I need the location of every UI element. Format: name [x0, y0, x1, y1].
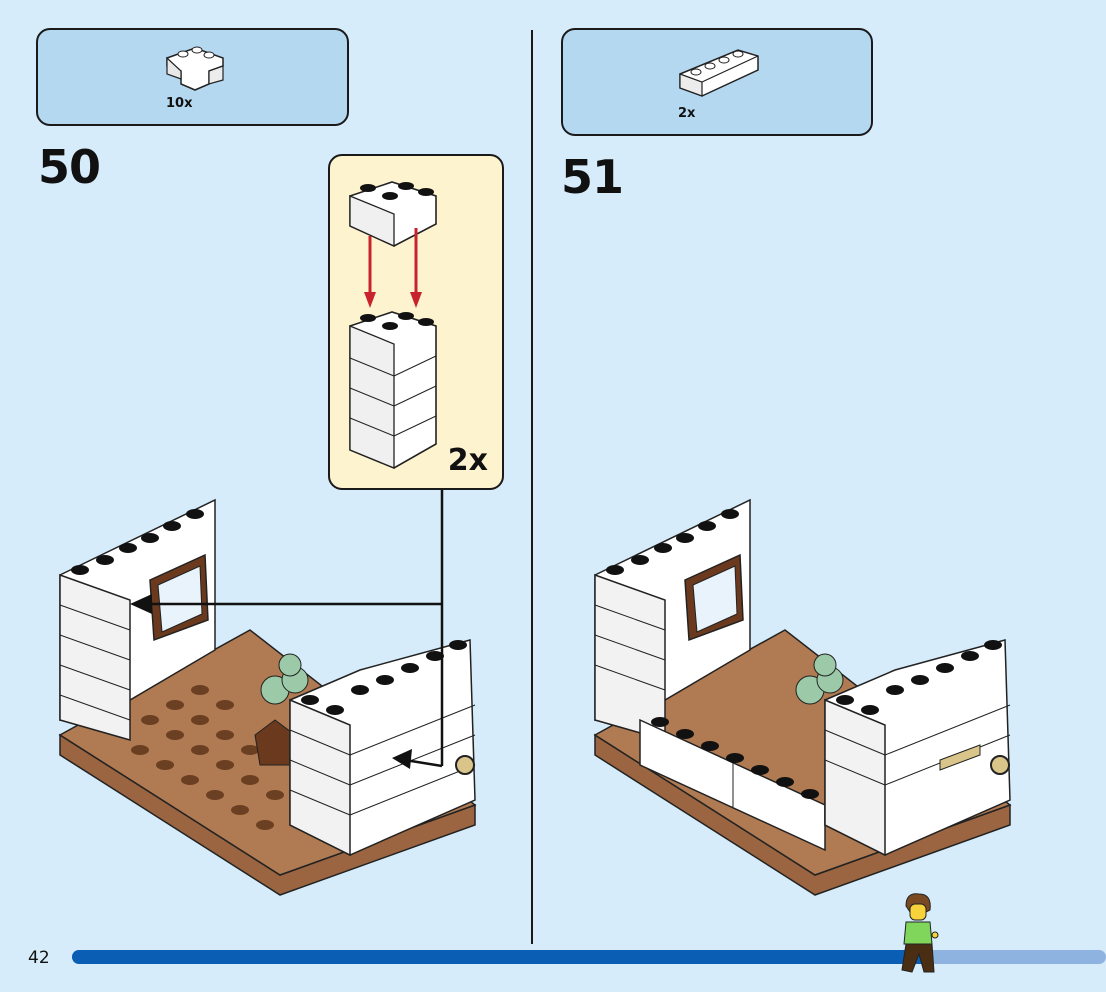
long-brick-icon — [679, 49, 759, 97]
step-number-51: 51 — [561, 150, 624, 204]
corner-brick-icon — [166, 46, 224, 91]
sub-assembly-callout: 2x — [328, 154, 504, 490]
page-number: 42 — [28, 948, 50, 968]
step-divider — [531, 30, 533, 944]
progress-fill — [72, 950, 931, 964]
red-arrows — [364, 228, 422, 308]
step-50-parts-box: 10x — [36, 28, 349, 126]
part-qty: 10x — [166, 96, 193, 111]
brick-column-icon — [349, 311, 437, 469]
minifigure-icon — [901, 893, 939, 973]
step-51-parts-box: 2x — [561, 28, 873, 136]
step-number-50: 50 — [38, 140, 101, 194]
step-51-model — [593, 498, 1012, 896]
progress-bar — [72, 950, 1106, 964]
callout-qty: 2x — [447, 443, 488, 478]
step-50-model — [58, 490, 477, 896]
part-qty: 2x — [678, 106, 696, 121]
